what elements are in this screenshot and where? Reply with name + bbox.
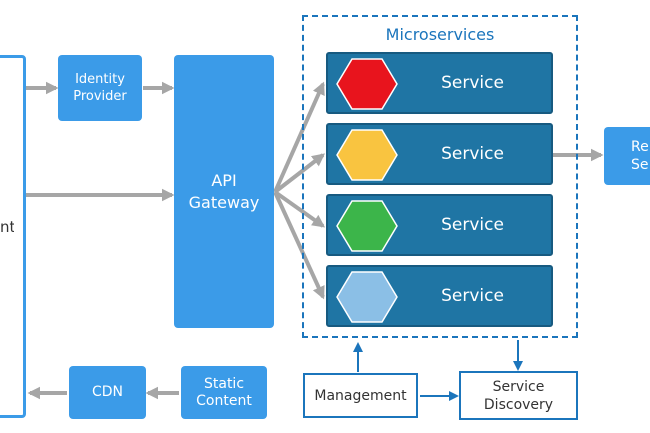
remote-service-box: Re Se — [604, 127, 650, 185]
service-box-3: Service — [326, 194, 553, 256]
remote-service-line1: Re — [631, 139, 649, 155]
hexagon-shape — [336, 129, 398, 181]
microservices-frame — [302, 15, 578, 338]
arrow-gateway-to-service-1 — [273, 81, 325, 193]
service-box-2: Service — [326, 123, 553, 185]
service-box-4: Service — [326, 265, 553, 327]
service-label: Service — [441, 286, 504, 306]
arrow-gateway-to-service-2 — [273, 153, 326, 194]
service-hexagon-icon-lightblue — [336, 271, 398, 323]
identity-provider-box: Identity Provider — [58, 55, 142, 121]
service-hexagon-icon-red — [336, 58, 398, 110]
client-label: nt — [0, 218, 14, 236]
static-content-box: Static Content — [181, 366, 267, 419]
arrow-gateway-to-service-4 — [273, 191, 325, 300]
static-content-line2: Content — [196, 392, 252, 409]
service-discovery-box: Service Discovery — [459, 371, 578, 420]
service-box-1: Service — [326, 52, 553, 114]
arrow-gateway-to-service-3 — [273, 190, 326, 228]
service-discovery-line1: Service — [492, 378, 545, 395]
hexagon-shape — [336, 58, 398, 110]
management-label: Management — [314, 387, 407, 404]
cdn-label: CDN — [91, 384, 124, 400]
identity-provider-line2: Provider — [73, 89, 127, 104]
service-hexagon-icon-green — [336, 200, 398, 252]
service-label: Service — [441, 215, 504, 235]
service-label: Service — [441, 144, 504, 164]
api-gateway-line1: API — [211, 170, 237, 190]
microservices-title: Microservices — [385, 25, 495, 44]
client-box — [0, 55, 26, 418]
static-content-line1: Static — [203, 375, 245, 392]
remote-service-line2: Se — [631, 157, 649, 173]
service-hexagon-icon-yellow — [336, 129, 398, 181]
management-box: Management — [303, 373, 418, 418]
cdn-box: CDN — [69, 366, 146, 419]
service-discovery-line2: Discovery — [483, 396, 554, 413]
hexagon-shape — [336, 200, 398, 252]
hexagon-shape — [336, 271, 398, 323]
identity-provider-line1: Identity — [75, 72, 125, 87]
api-gateway-box: API Gateway — [174, 55, 274, 328]
service-label: Service — [441, 73, 504, 93]
api-gateway-line2: Gateway — [188, 192, 260, 212]
